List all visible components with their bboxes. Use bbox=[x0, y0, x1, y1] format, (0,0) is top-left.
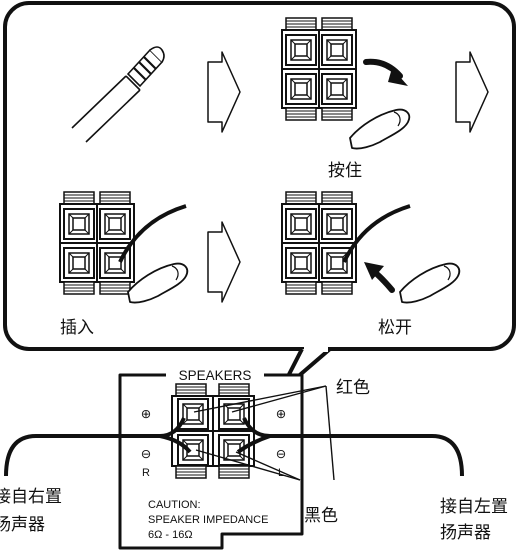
from-right-speaker-line-1: 接自右置 bbox=[0, 487, 62, 507]
minus-left-icon: ⊖ bbox=[276, 447, 286, 461]
speaker-cables bbox=[4, 417, 464, 477]
from-left-speaker-line-2: 扬声器 bbox=[440, 523, 491, 543]
from-left-speaker-line-1: 接自左置 bbox=[440, 497, 508, 517]
speaker-panel: SPEAKERS ⊕ ⊕ ⊖ ⊖ R L CAUTION: SPEAKER IM… bbox=[118, 366, 304, 550]
stripped-wire-illustration bbox=[71, 46, 165, 143]
terminal-block-release bbox=[282, 192, 356, 294]
callout-black: 黑色 bbox=[304, 506, 338, 526]
caution-line-2: SPEAKER IMPEDANCE bbox=[148, 514, 268, 526]
caution-line-1: CAUTION: bbox=[148, 499, 201, 511]
plus-right-icon: ⊕ bbox=[141, 407, 151, 421]
label-press: 按住 bbox=[328, 161, 362, 181]
label-insert: 插入 bbox=[60, 318, 94, 338]
from-right-speaker-line-2: 扬声器 bbox=[0, 515, 45, 535]
terminal-block-insert bbox=[60, 192, 134, 294]
callout-leaders bbox=[193, 385, 335, 481]
terminal-block-press bbox=[282, 18, 356, 120]
caution-line-3: 6Ω - 16Ω bbox=[148, 529, 193, 541]
speakers-title: SPEAKERS bbox=[179, 368, 252, 383]
plus-left-icon: ⊕ bbox=[276, 407, 286, 421]
minus-right-icon: ⊖ bbox=[141, 447, 151, 461]
label-release: 松开 bbox=[378, 318, 412, 338]
callout-red: 红色 bbox=[336, 378, 370, 398]
channel-right-label: R bbox=[142, 467, 150, 479]
channel-left-label: L bbox=[278, 467, 284, 479]
steps-panel bbox=[3, 1, 516, 351]
press-arrow-icon bbox=[363, 58, 403, 79]
